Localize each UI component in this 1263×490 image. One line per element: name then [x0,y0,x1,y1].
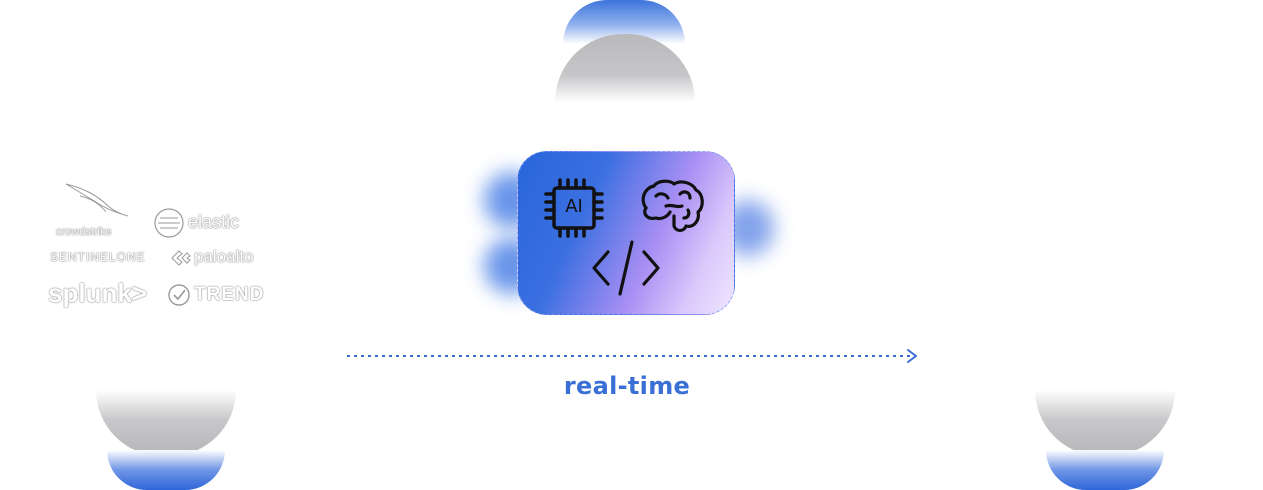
bottom-left-blue-bowl [107,450,225,490]
code-icon [592,240,660,296]
brain-icon [641,179,704,233]
realtime-label: real-time [563,372,691,400]
crowdstrike-logo: crowdstrike [56,226,112,238]
elastic-logo: elastic [188,212,240,232]
paloalto-icon [171,250,191,266]
ai-chip-label: AI [565,196,583,217]
bottom-left-gray-bowl [96,390,236,456]
sentinelone-logo: SENTINELONE [50,250,146,264]
top-gray-dome [555,34,695,102]
ai-chip-icon [544,178,604,238]
trend-logo: TREND [194,284,265,305]
bottom-right-blue-bowl [1046,450,1164,490]
ai-processing-card: AI [517,151,735,315]
paloalto-logo: paloalto [194,247,254,266]
realtime-flow-arrow [347,349,917,363]
bottom-right-gray-bowl [1035,390,1175,456]
elastic-icon [154,208,184,238]
vendor-logos: crowdstrike elastic SENTINELONE paloalto… [48,178,288,308]
crowdstrike-bird-icon [65,183,129,217]
trend-icon [168,284,190,306]
splunk-logo: splunk> [48,278,147,308]
